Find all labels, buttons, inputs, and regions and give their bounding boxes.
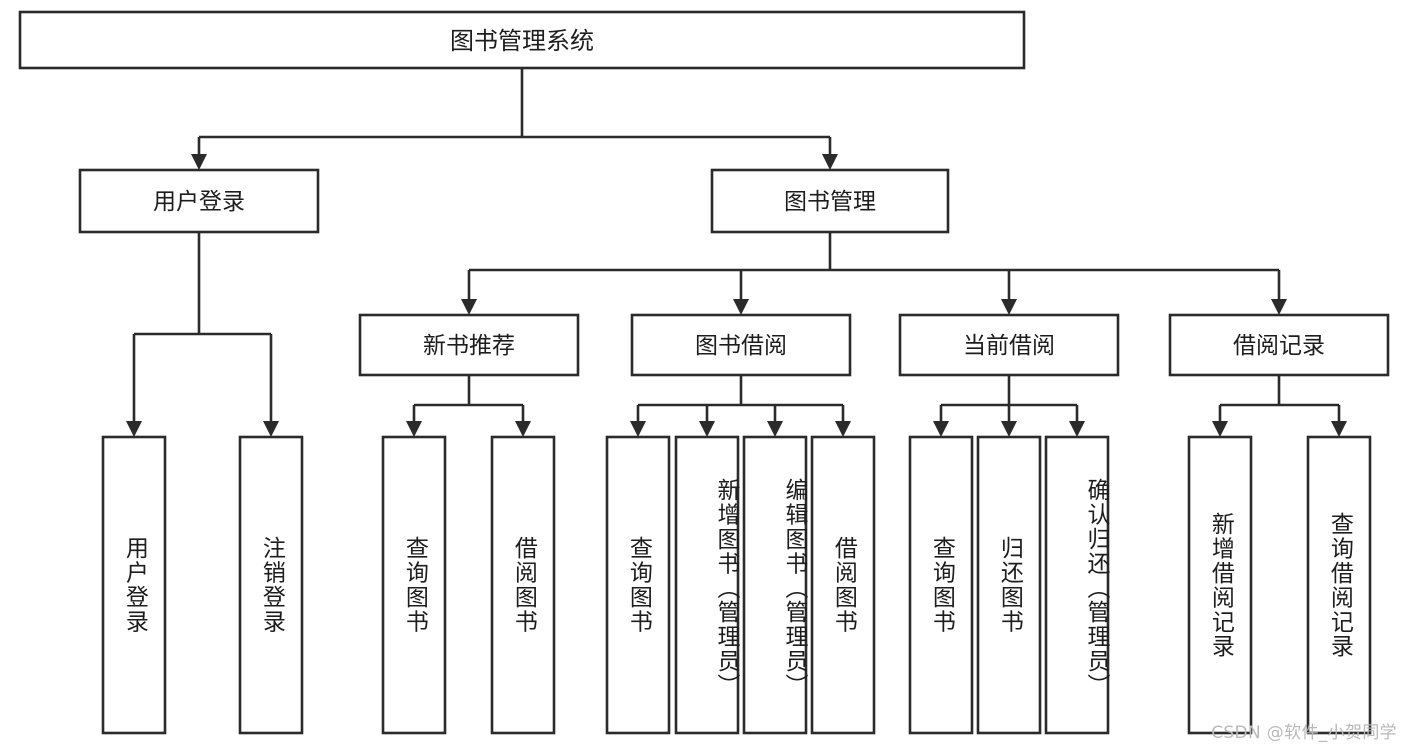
arrow-to-borrow-record — [1271, 299, 1287, 315]
edges-current-borrow-children — [933, 375, 1085, 437]
node-book-borrow-box[interactable] — [630, 313, 852, 377]
arrow-to-book-mgmt — [822, 154, 838, 170]
edges-root-to-level2 — [191, 68, 838, 170]
arrow-leaf-user-login — [126, 421, 142, 437]
leaf-box-edit-book[interactable] — [742, 435, 808, 735]
arrow-leaf-confirm-return — [1069, 421, 1085, 437]
leaf-box-user-login[interactable] — [101, 435, 167, 735]
node-new-book-recommend-box[interactable] — [358, 313, 580, 377]
arrow-to-book-borrow — [733, 299, 749, 315]
arrow-leaf-return-book — [1001, 421, 1017, 437]
edges-user-login-children — [126, 232, 279, 437]
node-root[interactable]: 图书管理系统 — [18, 10, 1026, 70]
arrow-leaf-add-record — [1212, 421, 1228, 437]
leaf-box-borrow-book-2[interactable] — [810, 435, 876, 735]
node-current-borrow[interactable]: 当前借阅 — [898, 313, 1120, 377]
leaf-box-query-book-3[interactable] — [908, 435, 974, 735]
arrow-leaf-borrow-book-1 — [515, 421, 531, 437]
node-borrow-record-box[interactable] — [1168, 313, 1390, 377]
leaf-box-query-book-1[interactable] — [381, 435, 447, 735]
edges-new-book-rec-children — [406, 375, 531, 437]
leaf-box-logout[interactable] — [238, 435, 304, 735]
node-borrow-record-label: 借阅记录 — [1233, 333, 1325, 359]
node-root-box[interactable] — [18, 10, 1026, 70]
node-user-login-box[interactable] — [78, 168, 320, 234]
node-root-label: 图书管理系统 — [450, 27, 594, 55]
arrow-leaf-query-record — [1331, 421, 1347, 437]
node-user-login-label: 用户登录 — [153, 189, 245, 215]
node-new-book-recommend-label: 新书推荐 — [423, 333, 515, 359]
leaf-box-borrow-book-1[interactable] — [490, 435, 556, 735]
leaf-box-return-book[interactable] — [976, 435, 1042, 735]
arrow-leaf-query-book-1 — [406, 421, 422, 437]
leaf-box-query-record[interactable] — [1306, 435, 1372, 735]
node-book-management-box[interactable] — [710, 168, 950, 234]
arrow-leaf-add-book — [699, 421, 715, 437]
node-book-borrow-label: 图书借阅 — [695, 333, 787, 359]
node-book-borrow[interactable]: 图书借阅 — [630, 313, 852, 377]
edges-book-borrow-children — [630, 375, 851, 437]
leaf-boxes — [101, 435, 1372, 735]
node-new-book-recommend[interactable]: 新书推荐 — [358, 313, 580, 377]
arrow-leaf-logout — [263, 421, 279, 437]
arrow-to-current-borrow — [1001, 299, 1017, 315]
arrow-to-user-login — [191, 154, 207, 170]
leaf-box-confirm-return[interactable] — [1044, 435, 1110, 735]
node-book-management-label: 图书管理 — [784, 189, 876, 215]
node-borrow-record[interactable]: 借阅记录 — [1168, 313, 1390, 377]
arrow-leaf-query-book-3 — [933, 421, 949, 437]
node-book-management[interactable]: 图书管理 — [710, 168, 950, 234]
leaf-box-query-book-2[interactable] — [605, 435, 671, 735]
leaf-box-add-record[interactable] — [1187, 435, 1253, 735]
leaf-box-add-book[interactable] — [674, 435, 740, 735]
edges-borrow-record-children — [1212, 375, 1347, 437]
arrow-to-new-book-rec — [461, 299, 477, 315]
arrow-leaf-query-book-2 — [630, 421, 646, 437]
node-current-borrow-label: 当前借阅 — [963, 333, 1055, 359]
arrow-leaf-edit-book — [767, 421, 783, 437]
edges-book-mgmt-children — [461, 232, 1287, 315]
node-current-borrow-box[interactable] — [898, 313, 1120, 377]
csdn-watermark: CSDN @软件_小贺同学 — [1211, 723, 1397, 743]
node-user-login[interactable]: 用户登录 — [78, 168, 320, 234]
arrow-leaf-borrow-book-2 — [835, 421, 851, 437]
